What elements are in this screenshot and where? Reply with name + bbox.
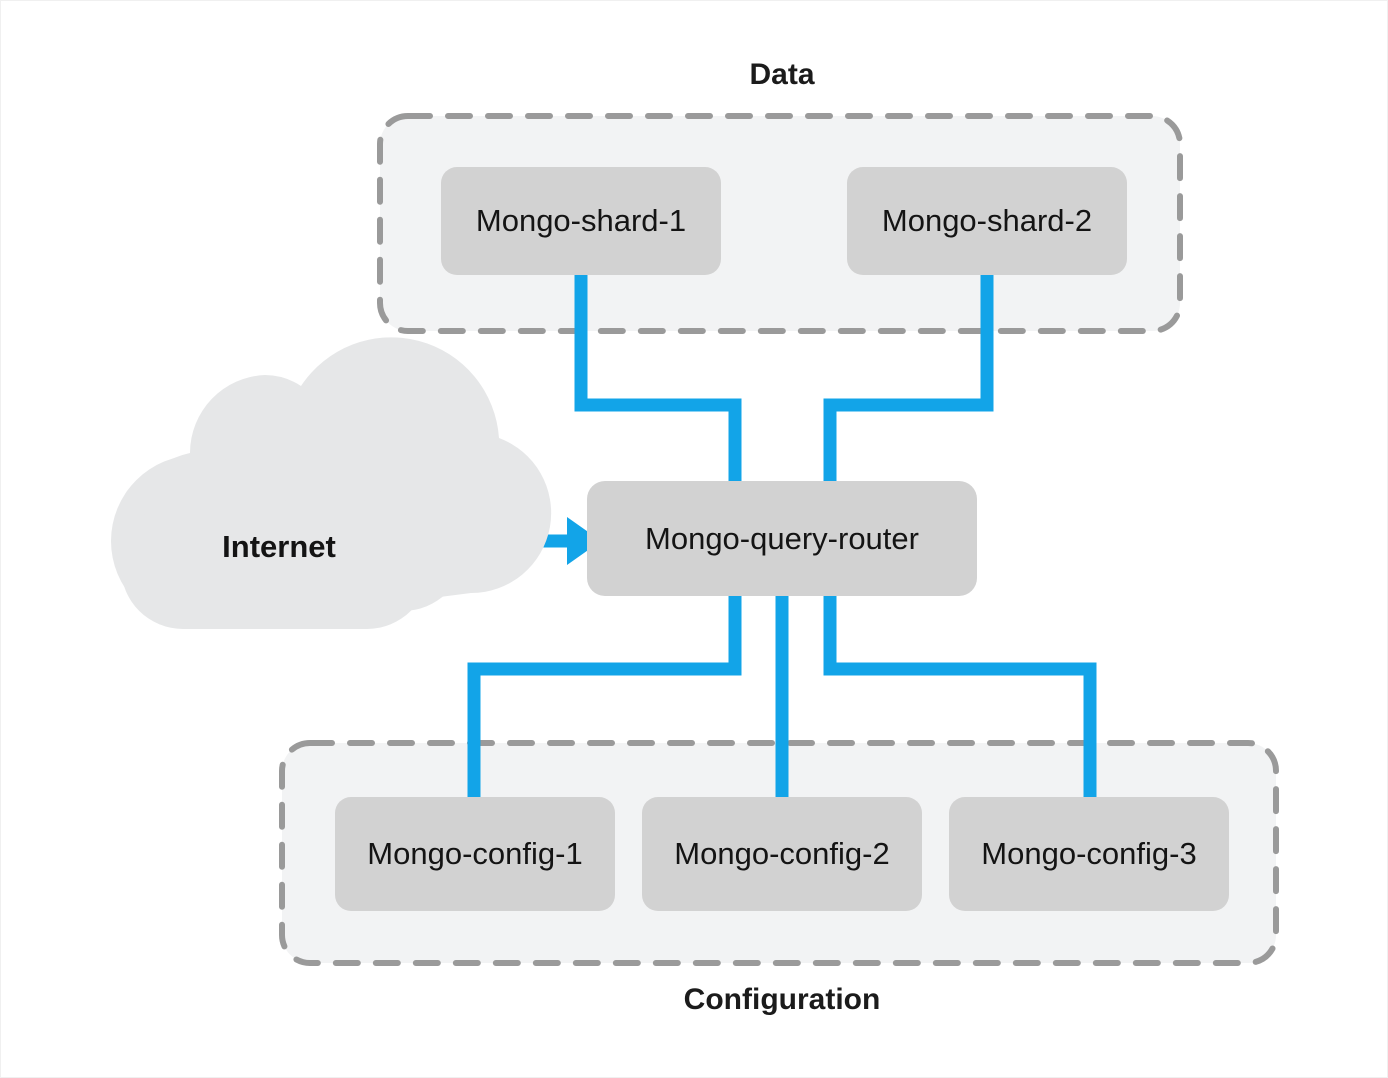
connector-shard-2-to-router: [823, 273, 994, 487]
connector-router-to-config-3: [823, 591, 1097, 801]
data-group-label: Data: [749, 58, 814, 91]
config-node-1[interactable]: Mongo-config-1: [335, 797, 615, 911]
connector-shard-1-to-router: [574, 273, 742, 487]
shard-node-1-box[interactable]: [441, 167, 721, 275]
config-node-2[interactable]: Mongo-config-2: [642, 797, 922, 911]
config-node-1-box[interactable]: [335, 797, 615, 911]
config-node-3-label: Mongo-config-3: [981, 836, 1196, 871]
shard-node-2-box[interactable]: [847, 167, 1127, 275]
shard-node-1[interactable]: Mongo-shard-1: [441, 167, 721, 275]
shard-node-2-label: Mongo-shard-2: [882, 203, 1092, 238]
config-node-3[interactable]: Mongo-config-3: [949, 797, 1229, 911]
config-node-2-label: Mongo-config-2: [674, 836, 889, 871]
connector-router-to-config-1: [467, 591, 742, 801]
cloud-base: [121, 501, 429, 629]
query-router-node[interactable]: Mongo-query-router: [587, 481, 977, 596]
configuration-group-label: Configuration: [684, 983, 881, 1016]
config-node-2-box[interactable]: [642, 797, 922, 911]
internet-cloud-node[interactable]: Internet: [111, 337, 552, 629]
config-node-3-box[interactable]: [949, 797, 1229, 911]
config-node-1-label: Mongo-config-1: [367, 836, 582, 871]
query-router-box[interactable]: [587, 481, 977, 596]
arrow-head-icon: [567, 517, 601, 565]
shard-node-1-label: Mongo-shard-1: [476, 203, 686, 238]
internet-cloud-label: Internet: [222, 529, 336, 564]
query-router-label: Mongo-query-router: [645, 521, 919, 556]
shard-node-2[interactable]: Mongo-shard-2: [847, 167, 1127, 275]
